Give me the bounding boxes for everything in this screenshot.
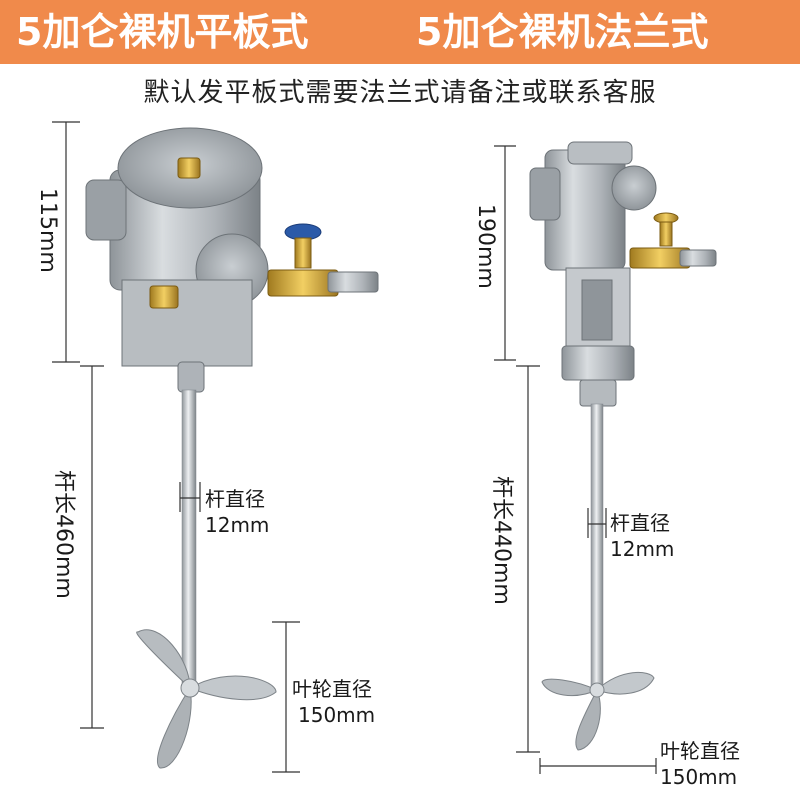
flange-motor-height-label: 190mm [473,204,498,289]
flange-rod-length-label: 杆长440mm [489,476,514,605]
flange-impeller-diameter-value: 150mm [660,765,738,789]
flat-impeller-diameter-label: 叶轮直径 [292,677,372,701]
flat-dimension-lines [52,121,300,773]
flat-motor-height-label: 115mm [35,188,60,273]
flat-rod-length-label: 杆长460mm [51,470,76,599]
flat-rod-diameter-label: 杆直径 [205,487,265,511]
flange-dimension-lines [494,145,657,774]
flat-rod-diameter-value: 12mm [205,513,270,537]
banner-title-flange: 5加仑裸机法兰式 [416,10,709,54]
flange-type-mixer [529,141,717,751]
flange-rod-diameter-label: 杆直径 [610,511,670,535]
flat-impeller-diameter-value: 150mm [298,703,376,727]
banner-title-flat: 5加仑裸机平板式 [16,10,309,54]
flange-rod-diameter-value: 12mm [610,537,675,561]
flat-type-mixer [85,127,379,769]
header-banner: 5加仑裸机平板式 5加仑裸机法兰式 [0,0,800,64]
subtitle-note: 默认发平板式需要法兰式请备注或联系客服 [143,78,657,108]
flange-impeller-diameter-label: 叶轮直径 [660,739,740,763]
